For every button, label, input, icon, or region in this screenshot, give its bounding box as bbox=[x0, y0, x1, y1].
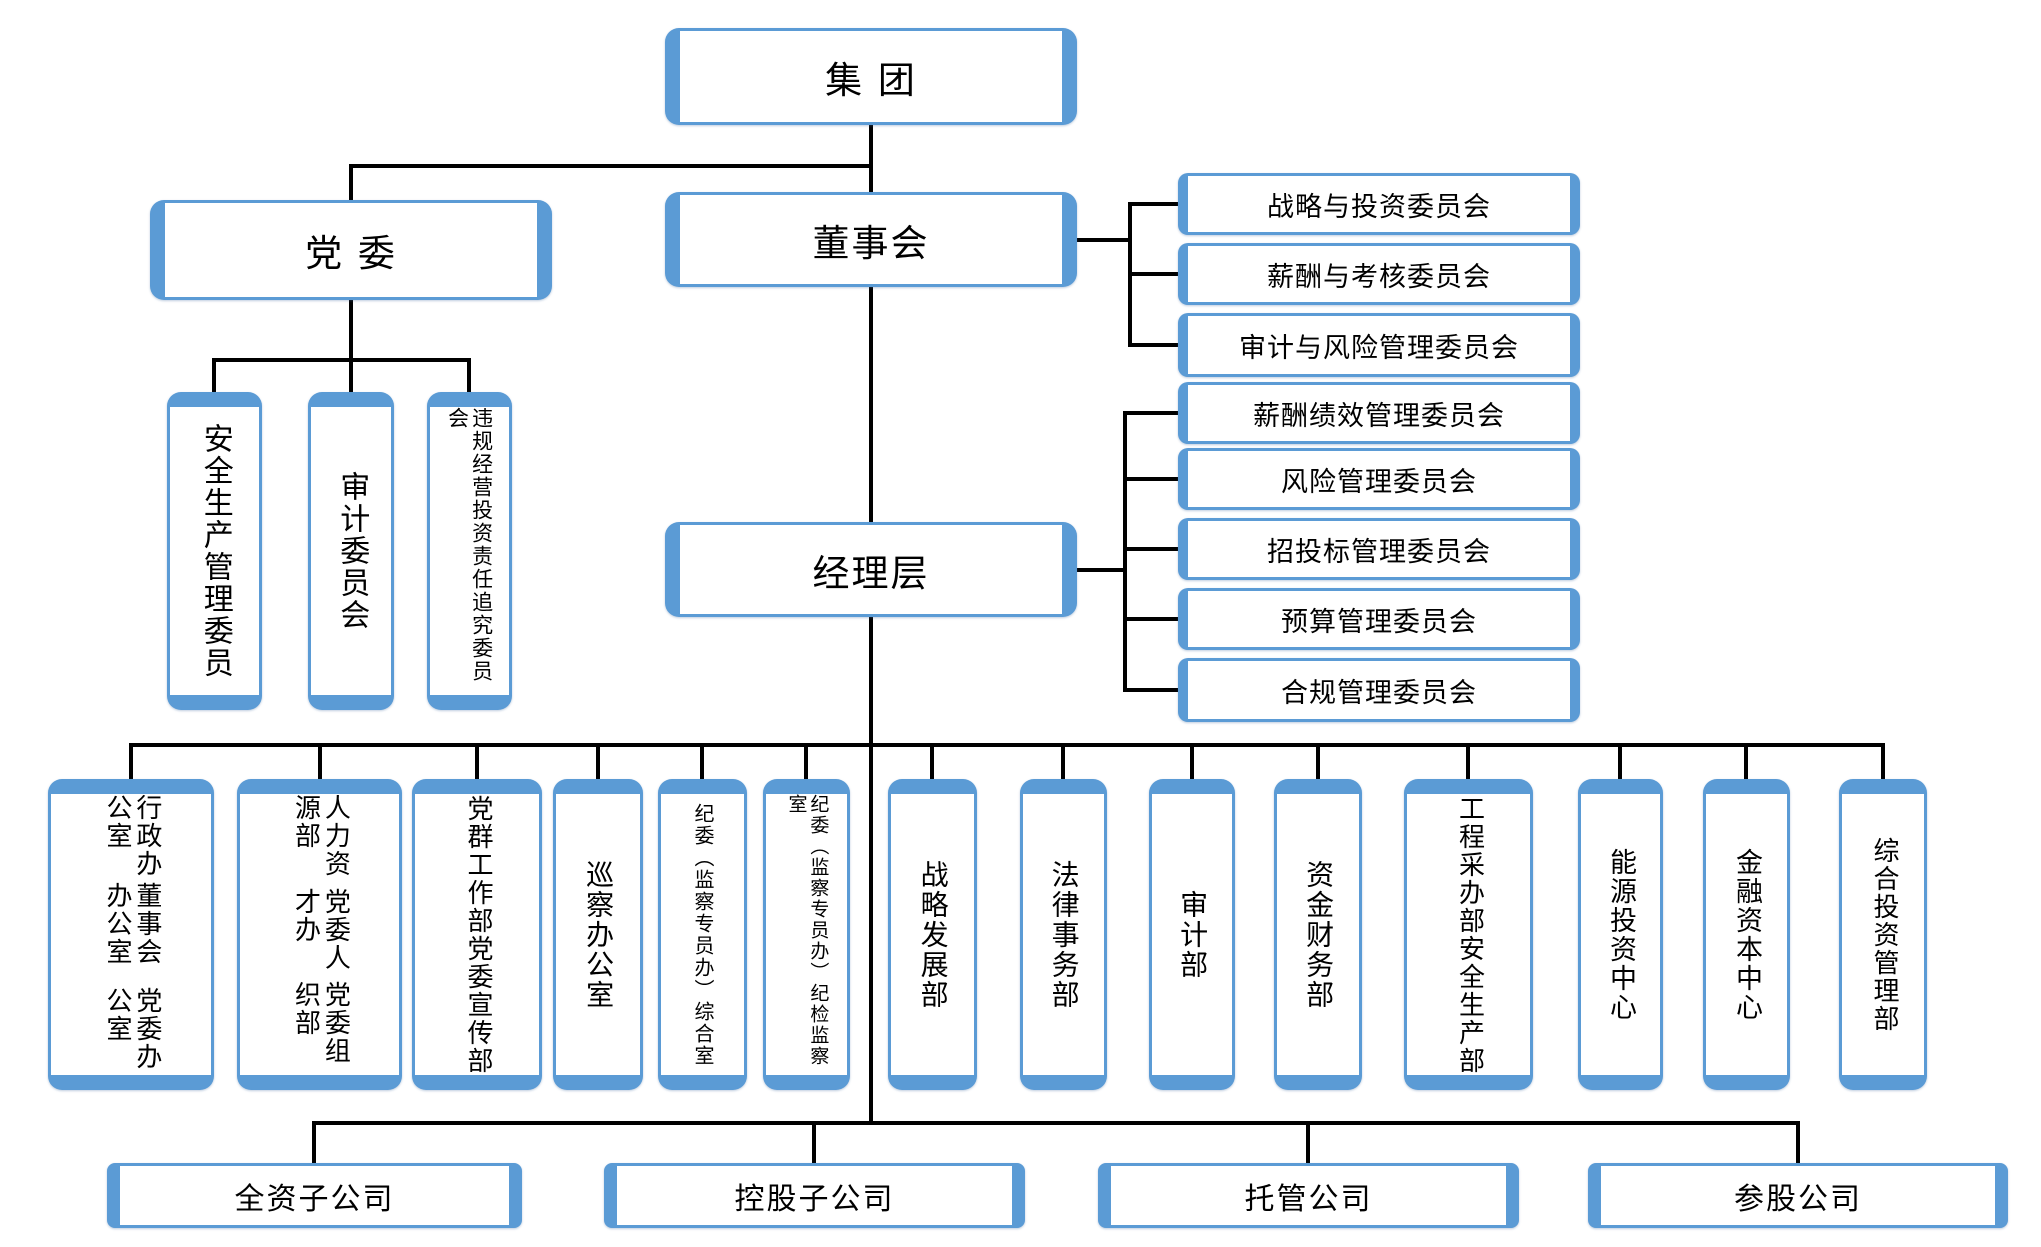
company-label: 控股子公司 bbox=[734, 1181, 895, 1217]
management-committee-2: 风险管理委员会 bbox=[1178, 448, 1580, 510]
vertical-text-line: 党委办公室 bbox=[102, 987, 162, 1072]
company-3: 托管公司 bbox=[1098, 1163, 1519, 1228]
vertical-text-line: 党委人才办 bbox=[290, 887, 351, 972]
party-sub-committee-1: 安全生产管理委员 bbox=[167, 392, 262, 710]
vertical-text-line: 纪委（监察专员办）综合室 bbox=[691, 802, 715, 1067]
department-10: 资金财务部 bbox=[1274, 779, 1362, 1090]
management-committee-label: 招投标管理委员会 bbox=[1267, 536, 1491, 568]
department-label: 战略发展部 bbox=[911, 860, 953, 1010]
vertical-text-line: 审计委员会 bbox=[334, 471, 370, 631]
department-label: 纪委（监察专员办）综合室 bbox=[686, 803, 719, 1067]
vertical-text-line: 纪委（监察专员办）纪检监察室 bbox=[785, 794, 830, 1067]
vertical-text-line: 资金财务部 bbox=[1302, 859, 1336, 1010]
management-committee-label: 合规管理委员会 bbox=[1281, 677, 1477, 709]
department-label: 巡察办公室 bbox=[577, 860, 619, 1010]
node-group-label: 集 团 bbox=[825, 58, 917, 102]
company-label: 托管公司 bbox=[1244, 1181, 1373, 1217]
department-label: 法律事务部 bbox=[1042, 860, 1084, 1010]
vertical-text-line: 金融资本中心 bbox=[1731, 847, 1763, 1022]
company-label: 参股公司 bbox=[1734, 1181, 1862, 1217]
management-committee-4: 预算管理委员会 bbox=[1178, 588, 1580, 650]
company-4: 参股公司 bbox=[1588, 1163, 2008, 1228]
vertical-text-line: 党群工作部 bbox=[462, 794, 493, 935]
department-2: 人力资源部党委人才办党委组织部 bbox=[237, 779, 402, 1090]
vertical-text-line: 党委组织部 bbox=[290, 981, 351, 1066]
board-committee-label: 审计与风险管理委员会 bbox=[1239, 332, 1519, 364]
department-6: 纪委（监察专员办）纪检监察室 bbox=[763, 779, 850, 1090]
node-group: 集 团 bbox=[665, 28, 1077, 125]
party-sub-committee-label: 安全生产管理委员 bbox=[192, 423, 237, 679]
party-sub-committee-label: 审计委员会 bbox=[329, 471, 374, 631]
department-12: 能源投资中心 bbox=[1578, 779, 1663, 1090]
department-label: 人力资源部党委人才办党委组织部 bbox=[285, 794, 355, 1075]
department-label: 纪委（监察专员办）纪检监察室 bbox=[780, 794, 834, 1075]
department-label: 行政办公室董事会办公室党委办公室 bbox=[96, 794, 166, 1075]
board-committee-label: 战略与投资委员会 bbox=[1267, 191, 1491, 223]
department-label: 审计部 bbox=[1171, 890, 1213, 980]
vertical-text-line: 能源投资中心 bbox=[1605, 847, 1637, 1022]
board-committee-2: 薪酬与考核委员会 bbox=[1178, 243, 1580, 305]
management-committee-3: 招投标管理委员会 bbox=[1178, 518, 1580, 580]
vertical-text-line: 巡察办公室 bbox=[582, 859, 616, 1010]
board-committee-3: 审计与风险管理委员会 bbox=[1178, 313, 1580, 377]
vertical-text-line: 安全生产管理委员 bbox=[197, 423, 233, 679]
board-committee-label: 薪酬与考核委员会 bbox=[1267, 261, 1491, 293]
department-9: 审计部 bbox=[1149, 779, 1235, 1090]
node-board: 董事会 bbox=[665, 192, 1077, 287]
department-13: 金融资本中心 bbox=[1703, 779, 1790, 1090]
party-sub-committee-3: 违规经营投资责任追究委员会 bbox=[427, 392, 512, 710]
department-4: 巡察办公室 bbox=[553, 779, 643, 1090]
management-committee-5: 合规管理委员会 bbox=[1178, 658, 1580, 722]
department-14: 综合投资管理部 bbox=[1839, 779, 1927, 1090]
department-label: 综合投资管理部 bbox=[1863, 837, 1903, 1033]
vertical-text-line: 董事会办公室 bbox=[102, 881, 162, 966]
party-sub-committee-2: 审计委员会 bbox=[308, 392, 394, 710]
board-committee-1: 战略与投资委员会 bbox=[1178, 173, 1580, 235]
company-label: 全资子公司 bbox=[234, 1181, 395, 1217]
connector-group-party bbox=[349, 164, 873, 202]
vertical-text-line: 审计部 bbox=[1176, 889, 1210, 980]
vertical-text-line: 党委宣传部 bbox=[462, 934, 493, 1075]
management-committee-label: 风险管理委员会 bbox=[1281, 466, 1477, 498]
vertical-text-line: 行政办公室 bbox=[102, 794, 162, 878]
department-label: 党群工作部党委宣传部 bbox=[457, 795, 497, 1075]
vertical-text-line: 安全生产部 bbox=[1454, 934, 1485, 1075]
node-party-label: 党 委 bbox=[305, 232, 397, 275]
department-label: 工程采办部安全生产部 bbox=[1449, 795, 1489, 1075]
department-5: 纪委（监察专员办）综合室 bbox=[658, 779, 747, 1090]
management-committee-label: 薪酬绩效管理委员会 bbox=[1253, 400, 1505, 432]
department-8: 法律事务部 bbox=[1020, 779, 1107, 1090]
management-committee-1: 薪酬绩效管理委员会 bbox=[1178, 382, 1580, 444]
node-management: 经理层 bbox=[665, 522, 1077, 617]
department-label: 资金财务部 bbox=[1297, 860, 1339, 1010]
vertical-text-line: 法律事务部 bbox=[1047, 859, 1081, 1010]
party-sub-committee-label: 违规经营投资责任追究委员会 bbox=[440, 407, 498, 695]
node-management-label: 经理层 bbox=[812, 551, 930, 595]
node-party-committee: 党 委 bbox=[150, 200, 552, 300]
vertical-text-line: 人力资源部 bbox=[290, 794, 351, 878]
department-11: 工程采办部安全生产部 bbox=[1404, 779, 1533, 1090]
company-2: 控股子公司 bbox=[604, 1163, 1025, 1228]
department-label: 能源投资中心 bbox=[1600, 848, 1641, 1022]
management-committee-label: 预算管理委员会 bbox=[1281, 606, 1477, 638]
department-1: 行政办公室董事会办公室党委办公室 bbox=[48, 779, 214, 1090]
vertical-text-line: 综合投资管理部 bbox=[1868, 836, 1899, 1033]
node-board-label: 董事会 bbox=[812, 221, 930, 265]
department-7: 战略发展部 bbox=[888, 779, 977, 1090]
vertical-text-line: 违规经营投资责任追究委员会 bbox=[445, 407, 494, 683]
department-label: 金融资本中心 bbox=[1726, 848, 1767, 1022]
vertical-text-line: 战略发展部 bbox=[916, 859, 950, 1010]
department-3: 党群工作部党委宣传部 bbox=[412, 779, 542, 1090]
company-1: 全资子公司 bbox=[107, 1163, 522, 1228]
vertical-text-line: 工程采办部 bbox=[1454, 794, 1485, 935]
